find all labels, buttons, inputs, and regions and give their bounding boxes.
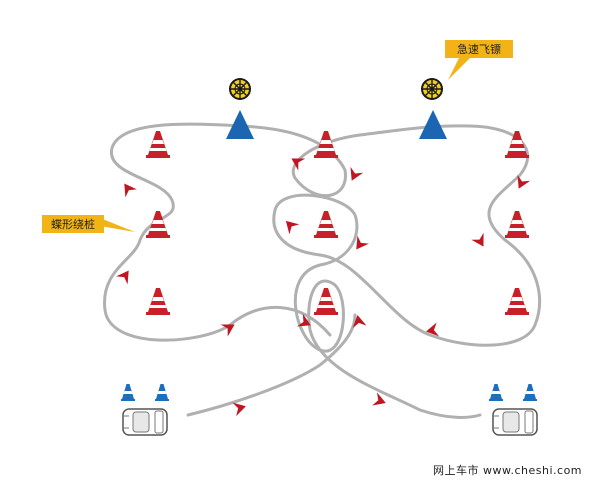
dart-callout: 急速飞镖 bbox=[445, 40, 513, 80]
traffic-cone-icon bbox=[146, 288, 170, 315]
site-watermark: 网上车市 www.cheshi.com bbox=[433, 464, 583, 477]
vehicles bbox=[122, 408, 538, 436]
traffic-cone-icon bbox=[523, 384, 537, 401]
dart-callout-label: 急速飞镖 bbox=[457, 42, 501, 56]
dartboard-icon bbox=[228, 77, 252, 101]
dart-targets bbox=[228, 77, 444, 101]
chevron-arrow-icon bbox=[118, 179, 137, 198]
driving-path bbox=[103, 122, 542, 419]
direction-arrows bbox=[116, 152, 531, 417]
blue-markers bbox=[226, 110, 447, 139]
chevron-arrow-icon bbox=[280, 215, 300, 235]
chevron-arrow-icon bbox=[471, 232, 490, 251]
traffic-cone-icon bbox=[314, 211, 338, 238]
car-top-view-icon bbox=[122, 408, 168, 436]
chevron-arrow-icon bbox=[345, 166, 364, 184]
traffic-cone-icon bbox=[146, 131, 170, 158]
snake-callout: 蝶形绕桩 bbox=[42, 215, 135, 233]
snake-callout-label: 蝶形绕桩 bbox=[51, 217, 95, 231]
traffic-cone-icon bbox=[505, 288, 529, 315]
dartboard-icon bbox=[420, 77, 444, 101]
traffic-cone-icon bbox=[314, 288, 338, 315]
triangle-marker-icon bbox=[419, 110, 447, 139]
entry-path bbox=[186, 313, 357, 417]
left-snake-path bbox=[103, 122, 542, 419]
traffic-cone-icon bbox=[505, 211, 529, 238]
car-top-view-icon bbox=[492, 408, 538, 436]
traffic-cone-icon bbox=[489, 384, 503, 401]
traffic-cone-icon bbox=[155, 384, 169, 401]
triangle-marker-icon bbox=[226, 110, 254, 139]
chevron-arrow-icon bbox=[512, 174, 531, 192]
traffic-cone-icon bbox=[121, 384, 135, 401]
start-cones bbox=[121, 384, 537, 401]
